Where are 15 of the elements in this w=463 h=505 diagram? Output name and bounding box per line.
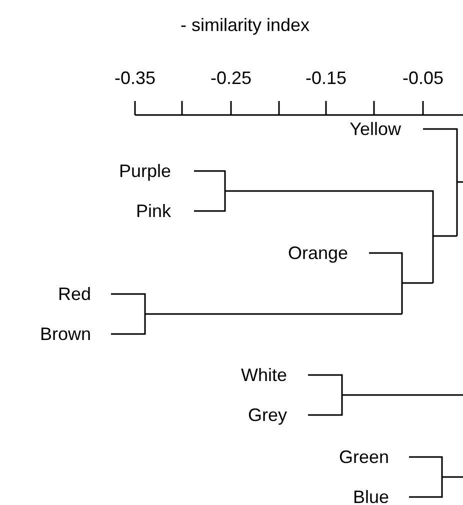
leaf-label: White — [240, 364, 287, 386]
leaf-label: Brown — [40, 323, 91, 345]
leaf-label: Blue — [352, 486, 389, 505]
leaf-label: Green — [338, 446, 389, 468]
leaf-label: Purple — [118, 160, 171, 182]
tick-label: -0.25 — [210, 67, 252, 89]
tick-label: -0.35 — [114, 67, 156, 89]
leaf-label: Orange — [288, 242, 348, 264]
leaf-label: Grey — [248, 404, 287, 426]
axis-title: - similarity index — [180, 14, 310, 36]
leaf-label: Yellow — [350, 118, 401, 140]
tick-label: -0.15 — [305, 67, 347, 89]
tick-label: -0.05 — [402, 67, 444, 89]
leaf-label: Red — [58, 283, 91, 305]
leaf-label: Pink — [136, 200, 171, 222]
